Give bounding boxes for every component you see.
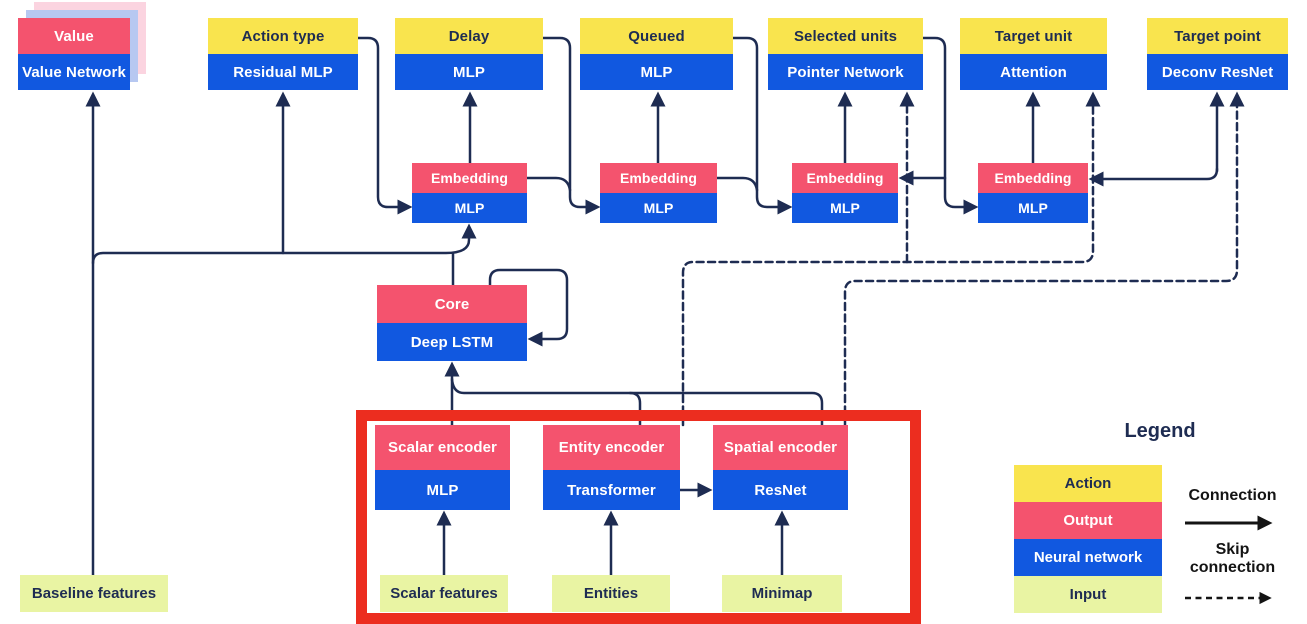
node-spatial-encoder: Spatial encoder ResNet — [713, 425, 848, 510]
input-baseline-features: Baseline features — [20, 575, 168, 612]
entity-encoder-label: Entity encoder — [543, 425, 680, 470]
node-entity-encoder: Entity encoder Transformer — [543, 425, 680, 510]
target-point-network-label: Deconv ResNet — [1147, 54, 1288, 90]
edge-selected-to-emb4 — [921, 36, 979, 215]
target-unit-network-label: Attention — [960, 54, 1107, 90]
skip-entity-to-attention — [681, 91, 1101, 427]
edge-feedback-emb4 — [1088, 167, 1219, 187]
skip-spatial-to-deconv — [843, 91, 1245, 427]
input-minimap: Minimap — [722, 575, 842, 612]
node-scalar-encoder: Scalar encoder MLP — [375, 425, 510, 510]
embedding-1-label: Embedding — [412, 163, 527, 193]
core-lstm-label: Deep LSTM — [377, 323, 527, 361]
selected-units-label: Selected units — [768, 18, 923, 54]
edge-actiontype-to-emb1 — [356, 36, 413, 215]
embedding-3-mlp-label: MLP — [792, 193, 898, 223]
highlight-rectangle — [356, 410, 921, 624]
edge-entity-to-lstm — [628, 391, 642, 427]
embedding-4-label: Embedding — [978, 163, 1088, 193]
legend-title: Legend — [1124, 420, 1196, 442]
value-output-label: Value — [18, 18, 130, 54]
legend-swatch-output: Output — [1014, 502, 1162, 539]
node-target-unit: Target unit Attention — [960, 18, 1107, 90]
node-action-type: Action type Residual MLP — [208, 18, 358, 90]
value-network-label: Value Network — [18, 54, 130, 90]
edge-delay-to-emb2 — [541, 36, 601, 215]
action-type-network-label: Residual MLP — [208, 54, 358, 90]
embedding-2-mlp-label: MLP — [600, 193, 717, 223]
node-value: Value Value Network — [18, 18, 130, 90]
legend-connection-label: Connection — [1188, 487, 1277, 504]
legend-swatch-action: Action — [1014, 465, 1162, 502]
embedding-3-label: Embedding — [792, 163, 898, 193]
embedding-1-mlp-label: MLP — [412, 193, 527, 223]
target-unit-label: Target unit — [960, 18, 1107, 54]
edge-core-fanout — [91, 223, 477, 265]
node-embedding-2: Embedding MLP — [600, 163, 717, 223]
action-type-label: Action type — [208, 18, 358, 54]
node-selected-units: Selected units Pointer Network — [768, 18, 923, 90]
embedding-4-mlp-label: MLP — [978, 193, 1088, 223]
edge-emb2-out — [715, 176, 759, 192]
node-embedding-1: Embedding MLP — [412, 163, 527, 223]
spatial-encoder-label: Spatial encoder — [713, 425, 848, 470]
queued-network-label: MLP — [580, 54, 733, 90]
edge-core-self-loop — [488, 268, 569, 347]
node-embedding-3: Embedding MLP — [792, 163, 898, 223]
node-delay: Delay MLP — [395, 18, 543, 90]
node-core: Core Deep LSTM — [377, 285, 527, 361]
node-target-point: Target point Deconv ResNet — [1147, 18, 1288, 90]
legend-swatch-input: Input — [1014, 576, 1162, 613]
scalar-encoder-network-label: MLP — [375, 470, 510, 510]
spatial-encoder-network-label: ResNet — [713, 470, 848, 510]
legend-swatch-neural-network: Neural network — [1014, 539, 1162, 576]
edge-spatial-to-lstm — [450, 377, 824, 427]
legend-skip-connection-label: Skip connection — [1189, 541, 1276, 577]
edge-emb1-out — [525, 176, 572, 192]
target-point-label: Target point — [1147, 18, 1288, 54]
input-scalar-features: Scalar features — [380, 575, 508, 612]
delay-label: Delay — [395, 18, 543, 54]
edge-queued-to-emb3 — [731, 36, 793, 215]
scalar-encoder-label: Scalar encoder — [375, 425, 510, 470]
node-queued: Queued MLP — [580, 18, 733, 90]
queued-label: Queued — [580, 18, 733, 54]
input-entities: Entities — [552, 575, 670, 612]
core-label: Core — [377, 285, 527, 323]
embedding-2-label: Embedding — [600, 163, 717, 193]
delay-network-label: MLP — [395, 54, 543, 90]
node-embedding-4: Embedding MLP — [978, 163, 1088, 223]
entity-encoder-network-label: Transformer — [543, 470, 680, 510]
selected-units-network-label: Pointer Network — [768, 54, 923, 90]
